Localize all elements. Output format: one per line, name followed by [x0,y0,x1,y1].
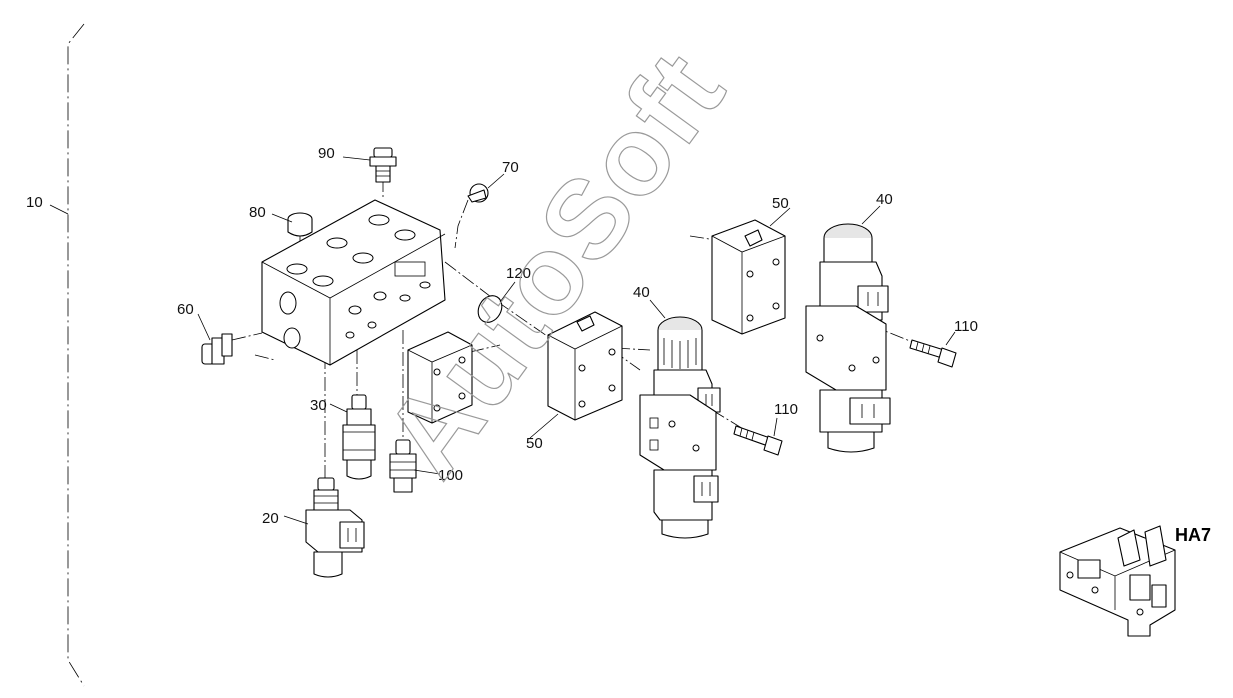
cartridge-valve-30 [342,394,376,480]
callout-120: 120 [506,265,531,282]
assembly-bracket-frame [67,23,85,687]
spacer-block-50-upper [711,219,786,335]
callout-10: 10 [26,194,43,211]
pressure-plug-100 [389,439,417,493]
fitting-90 [369,147,397,183]
callout-80: 80 [249,204,266,221]
callout-20: 20 [262,510,279,527]
callout-110-middle: 110 [774,401,798,418]
callout-50-middle: 50 [526,435,543,452]
leader-lines [49,156,956,525]
o-ring-120 [477,295,503,323]
assembly-label-ha7: HA7 [1175,525,1211,545]
solenoid-cartridge-20 [305,477,365,578]
ha7-assembly-thumbnail [1059,525,1176,637]
solenoid-valve-40-right [805,223,891,453]
callout-100: 100 [438,467,463,484]
fitting-60 [201,333,233,365]
callout-60: 60 [177,301,194,318]
callout-40-middle: 40 [633,284,650,301]
bolt-110-middle [733,425,783,456]
callout-70: 70 [502,159,519,176]
callout-110-right: 110 [954,318,978,335]
solenoid-valve-40-middle [639,316,721,539]
callout-30: 30 [310,397,327,414]
callout-40-right: 40 [876,191,893,208]
spacer-plate-50-lower [407,331,473,424]
plug-80 [287,212,313,237]
bolt-110-right [909,339,957,368]
callout-50-upper: 50 [772,195,789,212]
spacer-block-50-middle [547,311,623,421]
callout-90: 90 [318,145,335,162]
plug-70 [467,183,489,203]
valve-block-body [261,199,446,366]
